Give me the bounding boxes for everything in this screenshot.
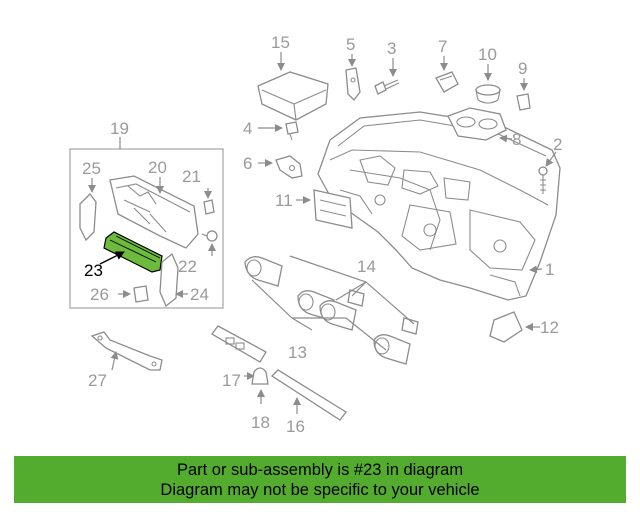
callout-14: 14 [357, 257, 376, 276]
instrument-panel-part-1 [317, 111, 561, 301]
knob-part-18 [251, 367, 269, 385]
parts-diagram: 1 2 3 4 5 6 7 8 [69, 33, 562, 436]
clip-part-4 [285, 121, 299, 141]
bracket-part-6 [275, 155, 303, 179]
callout-10: 10 [478, 45, 497, 64]
callout-4: 4 [243, 119, 252, 138]
callout-2: 2 [553, 135, 562, 154]
vent-part-7 [435, 71, 459, 93]
callout-8: 8 [512, 130, 521, 149]
bolt-part-3 [374, 79, 400, 95]
bracket-part-9 [516, 93, 531, 111]
callout-22: 22 [178, 257, 197, 276]
highlighted-part-23 [103, 231, 163, 273]
airbag-part-15 [257, 71, 329, 121]
screw-part-2 [538, 166, 548, 194]
cup-ring-part-10 [475, 84, 501, 104]
callout-7: 7 [438, 37, 447, 56]
vent-set-parts-13-14 [244, 256, 419, 365]
callout-9: 9 [518, 59, 527, 78]
clip-part-21 [203, 199, 215, 215]
callout-19: 19 [110, 119, 129, 138]
callout-3: 3 [387, 39, 396, 58]
banner-line-1: Part or sub-assembly is #23 in diagram [176, 461, 464, 479]
callout-11: 11 [275, 191, 293, 210]
cap-part-12 [489, 311, 523, 343]
callout-1: 1 [545, 260, 554, 279]
callout-16: 16 [286, 417, 305, 436]
bracket-part-5 [345, 67, 361, 101]
callout-12: 12 [540, 318, 559, 337]
side-trim-part-25 [79, 193, 97, 242]
damper-part-22 [201, 230, 218, 242]
cup-holder-part-8 [447, 107, 507, 141]
callout-21: 21 [182, 167, 201, 186]
pad-part-26 [133, 285, 149, 303]
callout-13: 13 [288, 343, 307, 362]
callout-20: 20 [148, 158, 167, 177]
callout-18: 18 [251, 413, 270, 432]
callout-23: 23 [84, 261, 103, 280]
brace-part-27 [90, 331, 163, 371]
callout-5: 5 [346, 35, 355, 54]
callout-17: 17 [222, 371, 241, 390]
info-banner: Part or sub-assembly is #23 in diagram D… [14, 456, 626, 503]
callout-24: 24 [190, 285, 209, 304]
callout-27: 27 [88, 371, 107, 390]
sub-assembly-box-19 [69, 148, 224, 309]
panel-part-11 [313, 189, 353, 229]
side-trim-part-24 [159, 252, 179, 308]
callout-15: 15 [271, 33, 290, 52]
banner-line-2: Diagram may not be specific to your vehi… [160, 481, 480, 499]
glove-box-part-20 [109, 175, 199, 249]
callout-6: 6 [243, 154, 252, 173]
callout-25: 25 [82, 159, 101, 178]
callout-26: 26 [90, 285, 109, 304]
trim-strip-part-16 [270, 369, 347, 421]
switch-panel-part-17 [211, 325, 267, 363]
